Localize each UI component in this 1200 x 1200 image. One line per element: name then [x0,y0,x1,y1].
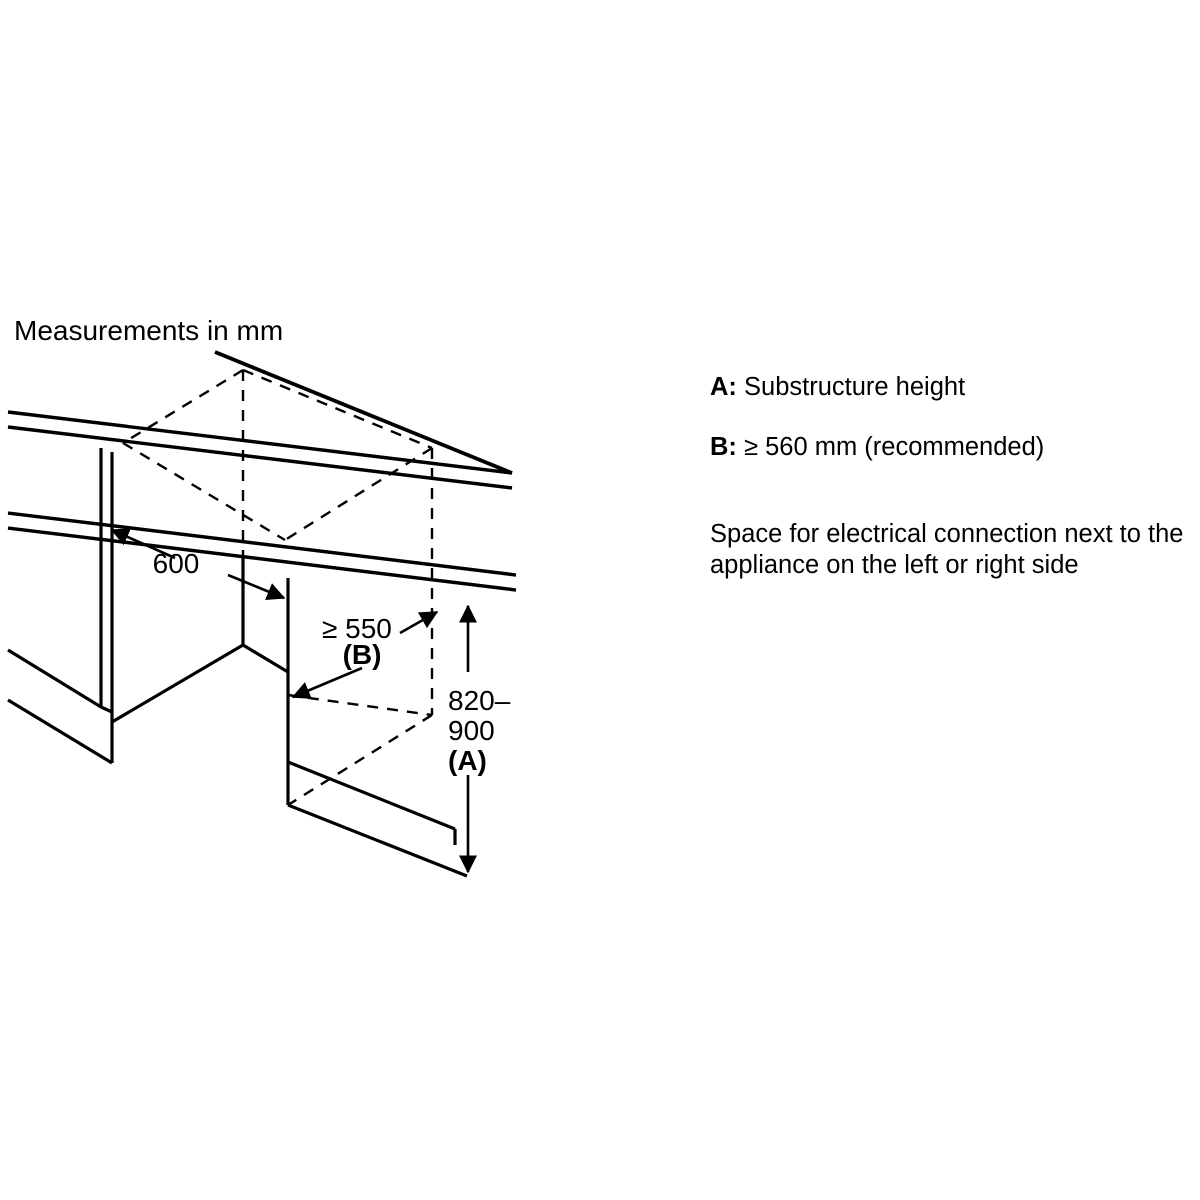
worktop-front-edge [214,350,513,475]
dimension-550-arrow [291,610,439,699]
legend-item-a-text: Substructure height [744,373,966,401]
dimension-height-label-line2: 900 [448,715,495,746]
dimension-550-note: (B) [343,639,382,670]
unit-note-label: Measurements in mm [14,315,283,346]
dimension-600-arrow [110,528,286,601]
left-cabinet-side-wall [7,648,114,765]
left-cabinet-panel [99,448,114,714]
dimension-600-label: 600 [153,548,200,579]
legend-item-a: A: Substructure height [710,372,1190,402]
dimension-550-label: ≥ 550 [322,613,392,644]
legend-item-a-key: A: [710,373,737,401]
legend-block: A: Substructure height B: ≥ 560 mm (reco… [710,372,1190,462]
niche-plinth [286,760,468,878]
worktop-upper-band [7,410,513,490]
legend-item-b: B: ≥ 560 mm (recommended) [710,432,1190,462]
legend-item-b-text: ≥ 560 mm (recommended) [744,433,1045,462]
niche-left-wall [111,555,245,724]
dimension-height-note: (A) [448,745,487,776]
legend-item-b-key: B: [710,433,737,462]
electrical-connection-note: Space for electrical connection next to … [710,520,1184,580]
dimension-height-label-line1: 820– [448,685,511,716]
niche-dashed-box [122,368,434,807]
worktop-lower-band [7,511,517,592]
niche-right-wall [242,578,290,762]
